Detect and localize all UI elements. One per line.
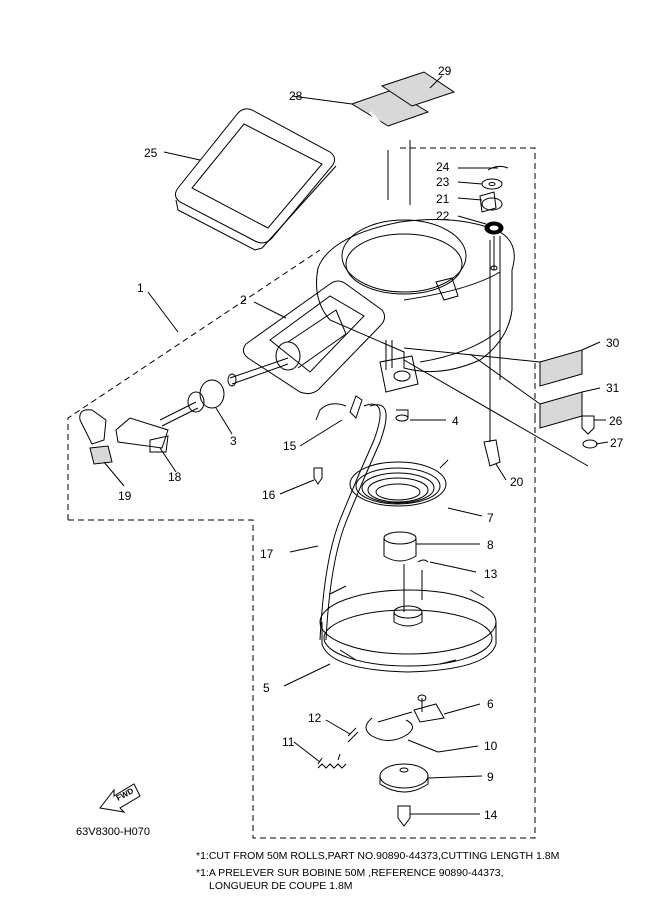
note-line-1: *1:CUT FROM 50M ROLLS,PART NO.90890-4437… (196, 850, 560, 862)
part-30-31-labels (403, 347, 589, 467)
callout-23: 23 (436, 175, 450, 189)
part-2-handle-grip (242, 280, 386, 395)
callout-21: 21 (436, 192, 450, 206)
callout-29: 29 (438, 64, 452, 78)
callout-4: 4 (452, 414, 459, 428)
callout-16: 16 (262, 488, 276, 502)
callout-6: 6 (487, 697, 494, 711)
part-10-friction-spring (365, 711, 439, 753)
part-7-spiral-spring (349, 459, 449, 507)
callout-15: 15 (283, 439, 297, 453)
callout-28: 28 (289, 89, 303, 103)
callout-9: 9 (487, 770, 494, 784)
callout-31: 31 (606, 381, 620, 395)
part-25-gasket (174, 108, 337, 251)
callout-17: 17 (260, 547, 274, 561)
callout-18: 18 (168, 470, 182, 484)
part-3-cable (159, 357, 289, 427)
diagram-code: 63V8300-H070 (76, 826, 151, 838)
part-20-plate (483, 380, 501, 467)
screws (313, 409, 598, 827)
callout-12: 12 (308, 711, 322, 725)
part-9-cover (379, 763, 429, 793)
part-5-reel (319, 585, 497, 673)
callout-26: 26 (609, 414, 623, 428)
dashed-group-outline (67, 147, 536, 839)
callout-30: 30 (606, 336, 620, 350)
callout-27: 27 (610, 436, 624, 450)
note-line-3: LONGUEUR DE COUPE 1.8M (209, 880, 353, 892)
callout-22: 22 (436, 209, 450, 223)
callout-10: 10 (484, 739, 498, 753)
note-line-2: *1:A PRELEVER SUR BOBINE 50M ,REFERENCE … (196, 867, 504, 879)
callout-20: 20 (510, 475, 524, 489)
callout-19: 19 (118, 489, 132, 503)
part-15-17-rope (315, 395, 387, 641)
part-21-24-stack (479, 165, 509, 271)
callout-numbers: 1 2 3 4 5 6 7 8 9 10 11 12 13 14 15 16 1… (118, 64, 624, 822)
callout-11: 11 (282, 735, 295, 749)
callout-14: 14 (484, 808, 498, 822)
callout-3: 3 (230, 434, 237, 448)
starter-housing (316, 219, 515, 393)
callout-7: 7 (487, 511, 494, 525)
callout-13: 13 (484, 567, 498, 581)
part-11-spring (317, 753, 347, 769)
fwd-arrow-icon: FWD (99, 783, 141, 813)
part-12-pin (347, 727, 359, 743)
part-18-19-fitting (79, 409, 169, 465)
callout-24: 24 (436, 160, 450, 174)
part-6-pawl (413, 694, 445, 723)
callout-2: 2 (240, 293, 247, 307)
callout-5: 5 (263, 681, 270, 695)
callout-8: 8 (487, 538, 494, 552)
callout-25: 25 (144, 146, 158, 160)
leader-lines (103, 75, 609, 815)
callout-1: 1 (137, 281, 144, 295)
part-8-bushing (383, 531, 429, 600)
part-28-29-labels (350, 71, 456, 205)
